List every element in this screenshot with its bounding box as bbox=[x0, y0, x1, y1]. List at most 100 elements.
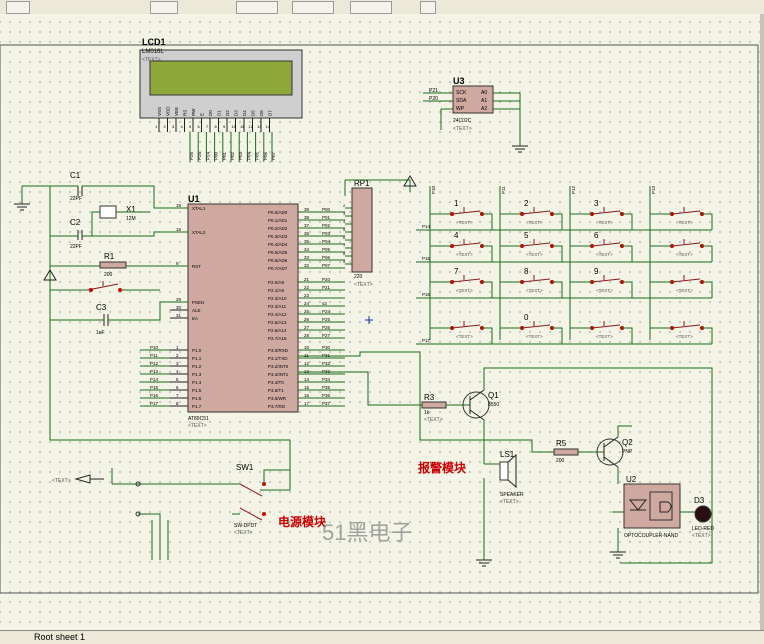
u1-pin-number: 18 bbox=[176, 227, 182, 232]
u1-net-label: P01 bbox=[322, 215, 331, 220]
keypad-key[interactable]: 6<TEXT> bbox=[570, 231, 633, 262]
keypad-key[interactable]: 7<TEXT> bbox=[430, 267, 493, 298]
rp1-resistor-pack[interactable]: RP1 220 <TEXT> bbox=[344, 175, 417, 288]
keypad-key[interactable]: 2<TEXT> bbox=[500, 199, 563, 230]
rp1-ref: RP1 bbox=[354, 179, 370, 188]
vertical-scrollbar[interactable] bbox=[760, 14, 764, 630]
lcd-pin-label: D2 bbox=[225, 110, 230, 116]
keypad-key[interactable]: <TEXT> bbox=[650, 321, 713, 344]
u1-net-label: P34 bbox=[322, 377, 331, 382]
keypad-key[interactable]: 8<TEXT> bbox=[500, 267, 563, 298]
lcd-pin-number: 4 bbox=[181, 124, 184, 129]
u1-pin-name: P0.3/AD3 bbox=[268, 234, 288, 239]
sw1-value: SW-DPDT bbox=[234, 523, 257, 529]
keypad-key[interactable]: <TEXT> bbox=[430, 321, 493, 344]
keypad-row-net: P17 bbox=[422, 338, 431, 343]
lcd-net-label: P24 bbox=[205, 151, 210, 160]
u3-part: 24C02C bbox=[453, 118, 472, 124]
keypad-key-label: 7 bbox=[454, 267, 459, 276]
lcd-pin-label: RS bbox=[183, 110, 188, 116]
toolbar-button[interactable] bbox=[236, 1, 278, 14]
c2-value: 22PF bbox=[70, 244, 82, 250]
keypad-key[interactable]: 9<TEXT> bbox=[570, 267, 633, 298]
lcd-pin-label: D6 bbox=[259, 110, 264, 116]
u1-net-label: P06 bbox=[322, 255, 331, 260]
lcd-pin-number: 10 bbox=[232, 124, 237, 129]
u1-placeholder: <TEXT> bbox=[188, 423, 207, 429]
u1-pin-name: P0.2/AD2 bbox=[268, 226, 288, 231]
u1-pin-name: XTAL1 bbox=[192, 206, 206, 211]
keypad-key[interactable]: 0<TEXT> bbox=[500, 313, 563, 344]
lcd-pin-label: D1 bbox=[217, 110, 222, 116]
d3-ref: D3 bbox=[694, 496, 705, 505]
u1-mcu[interactable]: U1 AT89C51 <TEXT> 19XTAL118XTAL29RST29PS… bbox=[140, 194, 352, 429]
u3-pin-sda: SDA bbox=[456, 98, 467, 104]
toolbar-button[interactable] bbox=[420, 1, 436, 14]
keypad-key[interactable]: 5<TEXT> bbox=[500, 231, 563, 262]
toolbar-button[interactable] bbox=[150, 1, 178, 14]
keypad-key[interactable]: <TEXT> bbox=[650, 239, 713, 262]
rp1-value: 220 bbox=[354, 274, 363, 280]
lcd1[interactable]: LCD1 LM016L <TEXT> VSS1VDD2VEE3RS4RW5E6D… bbox=[139, 37, 303, 162]
lcd-pin-label: VEE bbox=[174, 107, 179, 116]
lcd-pin-label: D7 bbox=[268, 110, 273, 116]
keypad-row-net: P16 bbox=[422, 292, 431, 297]
ls1-value: SPEAKER bbox=[500, 492, 524, 498]
lcd-pin-number: 14 bbox=[266, 124, 271, 129]
toolbar-button[interactable] bbox=[292, 1, 334, 14]
toolbar-button[interactable] bbox=[350, 1, 392, 14]
toolbar-button[interactable] bbox=[6, 1, 30, 14]
keypad-key[interactable]: 3<TEXT> bbox=[570, 199, 633, 230]
keypad-row-net: P15 bbox=[422, 256, 431, 261]
lcd-net-label: P25 bbox=[197, 151, 202, 160]
rp1-pin-number: 6 bbox=[343, 235, 346, 240]
u1-pin-number: 24 bbox=[304, 301, 310, 306]
p1-net-label: P16 bbox=[150, 393, 159, 398]
u1-pin-number: 25 bbox=[304, 309, 310, 314]
keypad-key-label: 3 bbox=[594, 199, 599, 208]
u1-pin-number: 1 bbox=[176, 345, 179, 350]
osc-reset-circuit: C1 22PF C2 22PF X1 12M R1 200 C3 1uF bbox=[14, 171, 291, 491]
u3-eeprom[interactable]: U3 24C02C <TEXT> SCK SDA WP A0 A1 A2 P21… bbox=[423, 76, 528, 153]
u1-pin-number: 28 bbox=[304, 333, 310, 338]
keypad-col-net: P11 bbox=[501, 186, 506, 194]
alarm-module-label: 报警模块 bbox=[418, 460, 467, 475]
u1-pin-name: EA bbox=[192, 316, 198, 321]
u1-pin-name: P2.5/A13 bbox=[268, 320, 287, 325]
keypad-key-placeholder: <TEXT> bbox=[676, 220, 693, 225]
keypad-key[interactable]: <TEXT> bbox=[650, 207, 713, 230]
u1-pin-name: P2.0/A8 bbox=[268, 280, 285, 285]
c3-value: 1uF bbox=[96, 330, 105, 336]
u1-pin-number: 10 bbox=[304, 345, 310, 350]
p1-net-label: P12 bbox=[150, 361, 159, 366]
keypad-key-placeholder: <TEXT> bbox=[596, 334, 613, 339]
u1-part: AT89C51 bbox=[188, 416, 209, 422]
keypad-key[interactable]: <TEXT> bbox=[570, 321, 633, 344]
keypad-key-label: 9 bbox=[594, 267, 599, 276]
u1-pin-number: 34 bbox=[304, 247, 310, 252]
r3-value: 1k bbox=[424, 410, 430, 416]
u1-pin-number: 19 bbox=[176, 203, 182, 208]
lcd-pin-number: 6 bbox=[198, 124, 201, 129]
u1-pin-number: 31 bbox=[176, 313, 182, 318]
lcd-pin-number: 11 bbox=[240, 124, 245, 129]
keypad-key[interactable]: 4<TEXT> bbox=[430, 231, 493, 262]
p1-net-label: P17 bbox=[150, 401, 159, 406]
u1-pin-name: P1.6 bbox=[192, 396, 202, 401]
keypad-key[interactable]: <TEXT> bbox=[650, 275, 713, 298]
keypad-key[interactable]: 1<TEXT> bbox=[430, 199, 493, 230]
sw1-switch[interactable] bbox=[239, 482, 266, 521]
u1-net-label: s3 bbox=[322, 301, 327, 306]
u1-pin-number: 37 bbox=[304, 223, 310, 228]
lcd-net-label: P04 bbox=[246, 151, 251, 160]
lcd-pin-label: D0 bbox=[208, 110, 213, 116]
reset-button[interactable] bbox=[87, 281, 122, 292]
r1-value: 200 bbox=[104, 272, 113, 278]
keypad-key-placeholder: <TEXT> bbox=[676, 334, 693, 339]
u1-pin-name: XTAL2 bbox=[192, 230, 206, 235]
d3-placeholder: <TEXT> bbox=[692, 533, 711, 539]
lcd-pin-number: 7 bbox=[206, 124, 209, 129]
c2-ref: C2 bbox=[70, 218, 81, 227]
